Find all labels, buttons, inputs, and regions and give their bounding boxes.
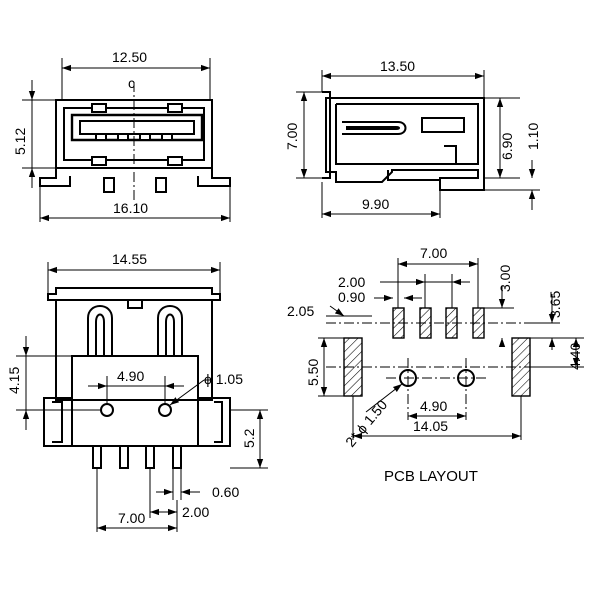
pcb-shell-pad-spacing-label: 4.40 <box>567 343 583 370</box>
side-pin-step <box>387 170 440 181</box>
front-left-flange <box>39 168 71 187</box>
front-view: c 12.50 5.12 16.10 <box>12 49 231 222</box>
pcb-hole-leader <box>365 383 403 413</box>
centerline-mark: c <box>128 75 135 91</box>
pcb-hole-spec-label: 2* ϕ 1.50 <box>342 397 390 450</box>
pcb-pad-offset-label: 2.05 <box>287 303 314 319</box>
front-top-tab <box>91 103 107 113</box>
top-left-tab <box>43 397 72 447</box>
dim-pad-offset-arrow <box>329 305 345 317</box>
front-shell-inner <box>63 107 205 161</box>
top-left-tab-inner <box>52 401 63 443</box>
pcb-layout: 7.00 2.00 0.90 2.05 3.00 3.65 4.40 <box>287 245 584 485</box>
front-leg <box>155 177 167 193</box>
side-view: 13.50 7.00 6.90 1.10 9.90 <box>284 58 541 218</box>
side-slot <box>421 117 465 133</box>
top-pin-spacing-label: 4.90 <box>117 368 144 384</box>
front-right-flange <box>197 168 231 187</box>
top-right-tab-inner <box>214 401 223 443</box>
top-height-left-label: 4.15 <box>6 367 22 394</box>
pcb-shell-pad-height-label: 5.50 <box>305 359 321 386</box>
top-pin <box>145 445 155 469</box>
side-height-right-b-label: 1.10 <box>525 123 541 150</box>
top-hole-left <box>100 403 114 417</box>
side-notch <box>444 145 457 165</box>
side-height-left-label: 7.00 <box>284 123 300 150</box>
top-spring-left-inner <box>95 313 105 356</box>
pcb-layout-title: PCB LAYOUT <box>384 468 478 485</box>
front-contact <box>95 133 107 141</box>
pcb-pad-width-label: 0.90 <box>338 289 365 305</box>
top-spring-right-inner <box>165 313 175 356</box>
top-view: 14.55 4.15 4.90 ϕ 1.05 5.2 0.60 2.00 <box>6 251 268 532</box>
pcb-pitch-label: 2.00 <box>338 274 365 290</box>
side-width-top-label: 13.50 <box>380 58 415 74</box>
side-front-lip <box>322 91 331 179</box>
top-right-tab <box>198 397 231 447</box>
front-bottom-tab <box>167 156 183 166</box>
top-pin <box>172 445 182 469</box>
top-height-right-label: 5.2 <box>241 428 257 448</box>
side-body-inner <box>335 103 479 165</box>
pcb-shell-height-label: 3.65 <box>547 291 563 318</box>
front-width-top-label: 12.50 <box>112 49 147 65</box>
pcb-shell-span-label: 14.05 <box>413 418 448 434</box>
front-top-tab <box>167 103 183 113</box>
front-width-bottom-label: 16.10 <box>113 200 148 216</box>
top-pin <box>119 445 129 469</box>
top-hole-right <box>158 403 172 417</box>
top-shell-body <box>55 300 213 401</box>
front-height-left-label: 5.12 <box>12 128 28 155</box>
hole-leader <box>169 379 205 406</box>
pcb-pin-span-label: 7.00 <box>420 245 447 261</box>
pcb-hole-spacing-label: 4.90 <box>420 398 447 414</box>
front-port-tongue <box>79 120 195 135</box>
pcb-pad-height-label: 3.00 <box>497 265 513 292</box>
top-shell-flange <box>47 287 221 301</box>
top-hole-diameter-label: ϕ 1.05 <box>204 371 243 387</box>
front-contact <box>161 133 173 141</box>
top-pin-span-label: 7.00 <box>118 510 145 526</box>
top-lead-width-label: 0.60 <box>212 484 239 500</box>
top-center-notch <box>127 299 143 309</box>
front-contact <box>117 133 129 141</box>
side-latch-spring-inner <box>346 126 400 130</box>
top-pitch-label: 2.00 <box>182 504 209 520</box>
side-body-outline <box>325 97 485 191</box>
front-bottom-tab <box>91 156 107 166</box>
front-port-mouth <box>70 113 204 142</box>
top-spring-left <box>87 305 113 356</box>
top-pin <box>92 445 102 469</box>
side-height-right-a-label: 6.90 <box>499 133 515 160</box>
side-latch-spring <box>342 121 407 135</box>
top-width-top-label: 14.55 <box>112 251 147 267</box>
front-leg <box>103 177 115 193</box>
side-width-bottom-label: 9.90 <box>362 196 389 212</box>
front-contact <box>139 133 151 141</box>
top-spring-right <box>157 305 183 356</box>
